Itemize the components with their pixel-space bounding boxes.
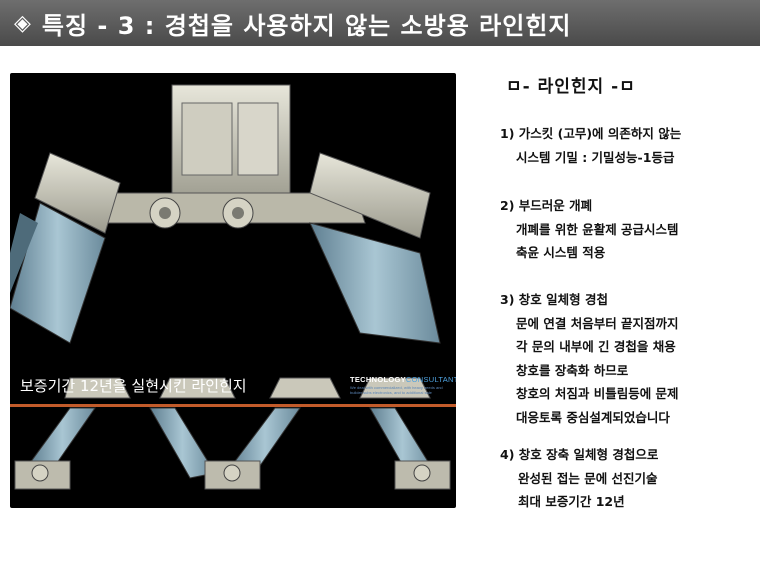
feature-line: 1) 가스킷 (고무)에 의존하지 않는 — [500, 126, 682, 141]
feature-line: 완성된 접는 문에 선진기술 — [518, 470, 658, 486]
feature-item-2: 2) 부드러운 개폐 개폐를 위한 윤활제 공급시스템 축윤 시스템 적용 — [500, 194, 679, 265]
brand-logo: TECHNOLOGYCONSULTANTS We deal with comme… — [350, 375, 456, 395]
feature-line: 대응토록 중심설계되었습니다 — [516, 409, 670, 425]
feature-item-3: 3) 창호 일체형 경첩 문에 연결 처음부터 끝지점까지 각 문의 내부에 긴… — [500, 288, 679, 429]
feature-line: 개폐를 위한 윤활제 공급시스템 — [516, 221, 679, 237]
brand-suffix: CONSULTANTS — [405, 375, 456, 384]
feature-line: 최대 보증기간 12년 — [518, 494, 625, 509]
diamond-bullet-icon: ◈ — [14, 10, 32, 36]
feature-line: 창호의 처짐과 비틀림등에 문제 — [516, 386, 679, 401]
feature-line: 창호를 장축화 하므로 — [516, 362, 629, 378]
panel-heading: ㅁ- 라인힌지 -ㅁ — [506, 77, 636, 97]
feature-line: 문에 연결 처음부터 끝지점까지 — [516, 315, 679, 331]
feature-line: 3) 창호 일체형 경첩 — [500, 292, 608, 307]
image-divider — [10, 404, 456, 407]
title-bar: ◈ 특징 - 3 : 경첩을 사용하지 않는 소방용 라인힌지 — [0, 0, 760, 46]
brand-prefix: TECHNOLOGY — [350, 375, 406, 384]
feature-line: 축윤 시스템 적용 — [516, 245, 606, 260]
page-title: 특징 - 3 : 경첩을 사용하지 않는 소방용 라인힌지 — [41, 11, 572, 40]
feature-line: 4) 창호 장축 일체형 경첩으로 — [500, 447, 659, 462]
feature-line: 2) 부드러운 개폐 — [500, 198, 593, 213]
feature-line: 시스템 기밀 : 기밀성능-1등급 — [516, 149, 675, 165]
hinge-illustration — [10, 84, 451, 490]
image-caption: 보증기간 12년을 실현시킨 라인힌지 — [20, 377, 247, 395]
feature-item-1: 1) 가스킷 (고무)에 의존하지 않는 시스템 기밀 : 기밀성능-1등급 — [500, 122, 681, 169]
feature-item-4: 4) 창호 장축 일체형 경첩으로 완성된 접는 문에 선진기술 최대 보증기간… — [500, 443, 658, 514]
brand-subtext: We deal with commercialized, with heavy … — [350, 385, 443, 395]
feature-line: 각 문의 내부에 긴 경첩을 채용 — [516, 339, 676, 354]
hinge-product-image: 보증기간 12년을 실현시킨 라인힌지 TECHNOLOGYCONSULTANT… — [10, 73, 456, 508]
